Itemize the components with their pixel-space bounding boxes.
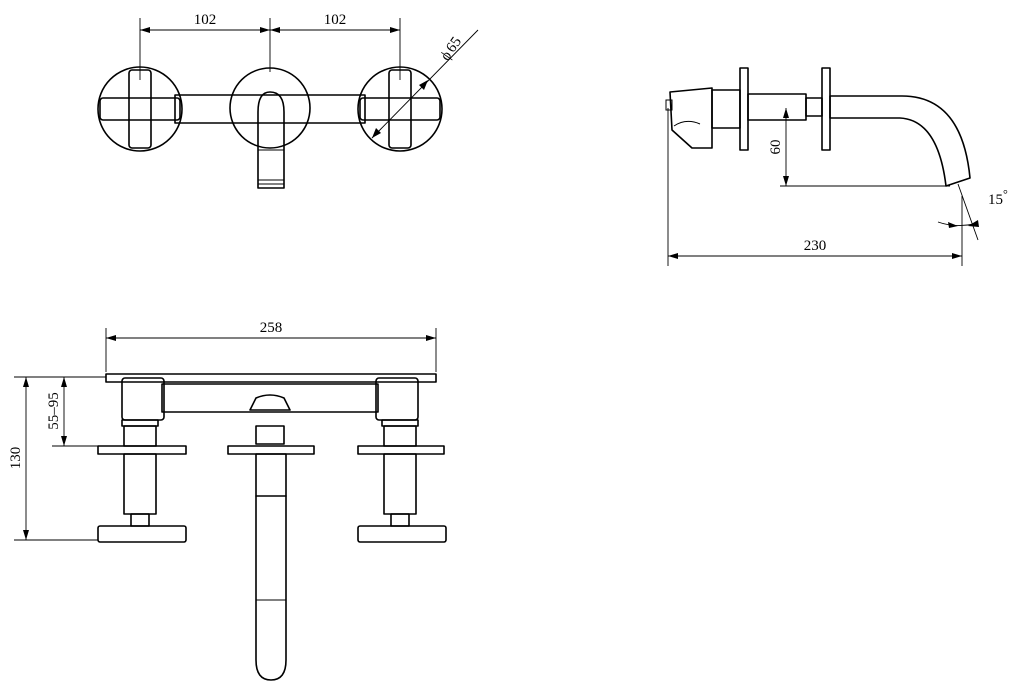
top-view: 258 55–95 130: [8, 320, 447, 681]
top-overall-width-label: 258: [260, 320, 283, 336]
top-connecting-pipe: [161, 383, 379, 413]
top-spout: [255, 495, 287, 681]
top-left-stem: [123, 453, 157, 515]
top-left-handle: [97, 525, 187, 543]
top-wall-line: [105, 373, 437, 383]
spout-reach-label: 230: [804, 238, 827, 254]
front-spacing-left-label: 102: [194, 12, 217, 28]
front-spacing-right-label: 102: [324, 12, 347, 28]
overall-depth-label: 130: [8, 447, 24, 470]
front-view: 102 102 ϕ 65: [97, 12, 479, 189]
side-front-flange: [821, 67, 831, 151]
top-right-flange: [357, 445, 445, 455]
side-rear-flange: [739, 67, 749, 151]
spout-angle-value: 15: [988, 192, 1003, 208]
side-valve-body: [669, 87, 713, 149]
top-left-valve-body: [121, 377, 165, 421]
side-spout: [829, 95, 971, 187]
spout-angle-label: 15°: [988, 187, 1008, 208]
top-center-flange: [227, 445, 315, 455]
spout-escutcheon: [229, 67, 311, 149]
degree-symbol: °: [1003, 187, 1008, 201]
front-spout: [257, 91, 285, 189]
front-connecting-bar: [174, 94, 366, 124]
side-view: 60 230 15°: [665, 67, 1008, 266]
side-drop-label: 60: [768, 140, 784, 155]
top-right-stem: [383, 453, 417, 515]
top-right-valve-body: [375, 377, 419, 421]
body-depth-range-label: 55–95: [46, 392, 62, 430]
top-left-flange: [97, 445, 187, 455]
top-right-handle: [357, 525, 447, 543]
